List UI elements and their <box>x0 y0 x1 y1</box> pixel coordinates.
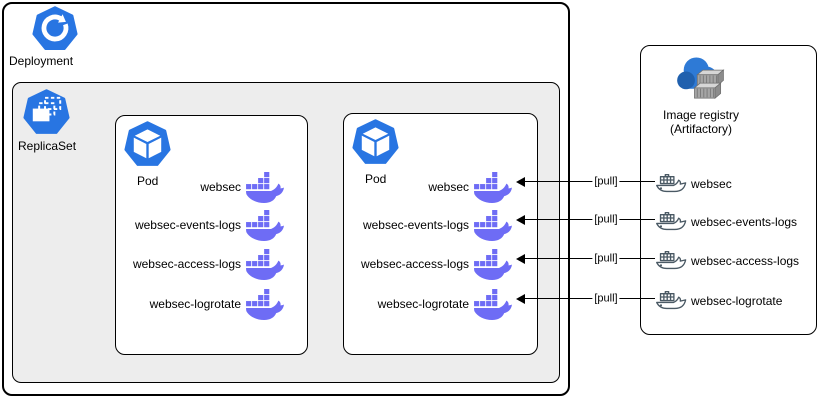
docker-whale-icon <box>246 289 284 320</box>
container-row: websec <box>428 171 512 203</box>
image-row: websec-access-logs <box>655 247 799 275</box>
docker-image-icon <box>655 251 688 272</box>
container-name: websec-logrotate <box>149 297 241 311</box>
image-name: websec-logrotate <box>691 294 783 308</box>
image-name: websec-access-logs <box>691 254 800 268</box>
container-name: websec <box>200 180 241 194</box>
container-row: websec-logrotate <box>378 288 512 320</box>
pull-label: [pull] <box>592 175 620 189</box>
arrow-line <box>524 258 655 259</box>
arrow-head-icon <box>516 215 525 225</box>
registry-header: Image registry (Artifactory) <box>641 54 761 136</box>
registry-title-line2: (Artifactory) <box>669 122 732 136</box>
registry-cloud-icon <box>672 54 730 103</box>
container-name: websec-access-logs <box>132 257 241 271</box>
replicaset-label: ReplicaSet <box>18 139 77 153</box>
container-name: websec-logrotate <box>377 297 469 311</box>
arrow-head-icon <box>516 177 525 187</box>
arrow-head-icon <box>516 294 525 304</box>
arrow-line <box>524 181 655 182</box>
pod-box-1: Pod websec websec-events-logs websec-acc… <box>115 115 308 355</box>
deployment-icon <box>32 6 78 52</box>
docker-whale-icon <box>474 210 512 241</box>
arrow-head-icon <box>516 254 525 264</box>
replicaset-icon <box>23 89 70 136</box>
docker-image-icon <box>655 174 688 195</box>
image-registry-box: Image registry (Artifactory) websec webs… <box>640 45 817 335</box>
deployment-box: Deployment ReplicaSet Pod websec websec-… <box>2 2 570 396</box>
container-row: websec-access-logs <box>361 248 512 280</box>
container-row: websec-access-logs <box>133 248 284 280</box>
docker-whale-icon <box>246 210 284 241</box>
container-name: websec-events-logs <box>362 218 469 232</box>
container-row: websec-events-logs <box>363 209 512 241</box>
container-row: websec-events-logs <box>135 209 284 241</box>
registry-title-line1: Image registry <box>662 108 740 122</box>
image-name: websec-events-logs <box>691 215 798 229</box>
image-row: websec <box>655 170 732 198</box>
docker-whale-icon <box>474 172 512 203</box>
container-name: websec-access-logs <box>360 257 469 271</box>
pull-label: [pull] <box>592 292 620 306</box>
pull-label: [pull] <box>592 252 620 266</box>
pod-label: Pod <box>137 174 159 188</box>
deployment-label: Deployment <box>9 54 74 68</box>
docker-image-icon <box>655 291 688 312</box>
pod-label: Pod <box>365 172 387 186</box>
arrow-line <box>524 219 655 220</box>
docker-whale-icon <box>474 289 512 320</box>
pod-icon <box>124 121 171 168</box>
arrow-line <box>524 298 655 299</box>
container-row: websec-logrotate <box>150 288 284 320</box>
container-name: websec <box>428 180 469 194</box>
pod-box-2: Pod websec websec-events-logs websec-acc… <box>343 113 538 355</box>
container-name: websec-events-logs <box>134 218 241 232</box>
docker-whale-icon <box>246 249 284 280</box>
docker-whale-icon <box>246 172 284 203</box>
docker-whale-icon <box>474 249 512 280</box>
image-row: websec-events-logs <box>655 208 797 236</box>
image-name: websec <box>691 177 732 191</box>
pod-icon <box>352 119 399 166</box>
container-row: websec <box>200 171 284 203</box>
image-row: websec-logrotate <box>655 287 782 315</box>
replicaset-box: ReplicaSet Pod websec websec-events-logs… <box>12 82 560 383</box>
docker-image-icon <box>655 212 688 233</box>
pull-label: [pull] <box>592 213 620 227</box>
